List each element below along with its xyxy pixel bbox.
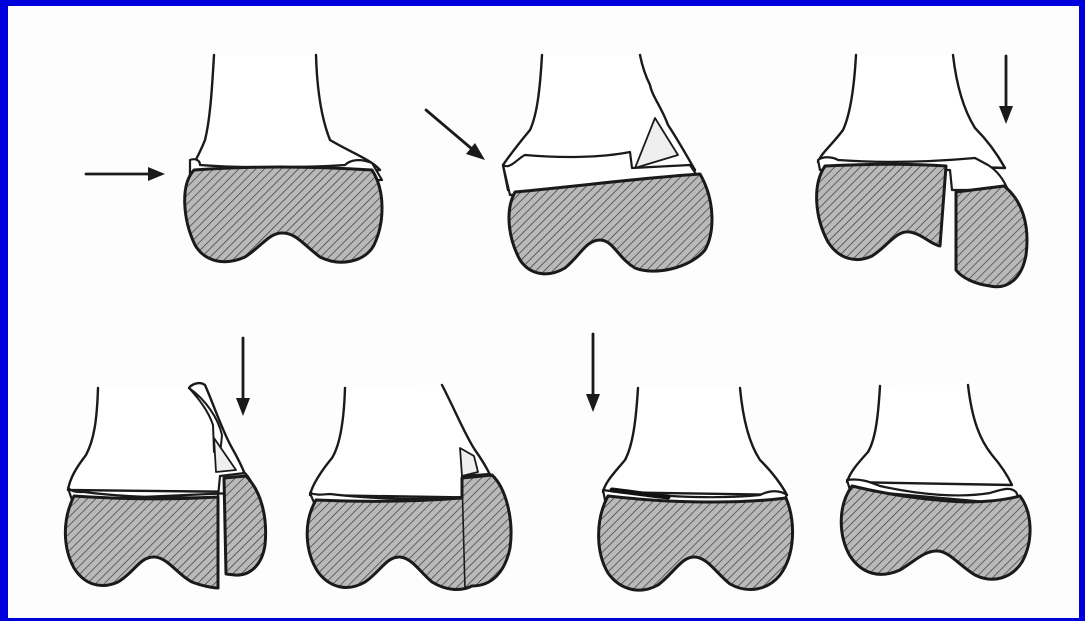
arrow-down bbox=[586, 334, 600, 412]
bone-shaft bbox=[603, 388, 787, 495]
panel-3 bbox=[817, 55, 1027, 287]
panel-2 bbox=[426, 55, 712, 274]
epiphysis bbox=[509, 174, 712, 274]
panel-6 bbox=[586, 334, 793, 590]
panel-1 bbox=[86, 55, 382, 262]
epiphysis-medial-fragment bbox=[817, 164, 946, 259]
arrow-diagonal bbox=[426, 110, 485, 160]
panel-4 bbox=[65, 338, 265, 588]
bone-shaft bbox=[818, 55, 1005, 168]
epiphysis-lateral-fragment bbox=[956, 186, 1027, 287]
epiphysis-medial-fragment bbox=[65, 496, 218, 588]
arrow-down bbox=[999, 56, 1013, 124]
bone-shaft bbox=[190, 55, 380, 172]
epiphysis-lateral-fragment bbox=[224, 476, 266, 575]
epiphysis bbox=[841, 486, 1030, 579]
panel-7 bbox=[841, 385, 1030, 579]
bone-shaft bbox=[847, 385, 1012, 485]
epiphysis bbox=[599, 496, 793, 590]
arrow-down bbox=[236, 338, 250, 416]
arrow-right bbox=[86, 167, 165, 181]
panel-5 bbox=[307, 385, 511, 590]
epiphysis bbox=[185, 167, 382, 262]
